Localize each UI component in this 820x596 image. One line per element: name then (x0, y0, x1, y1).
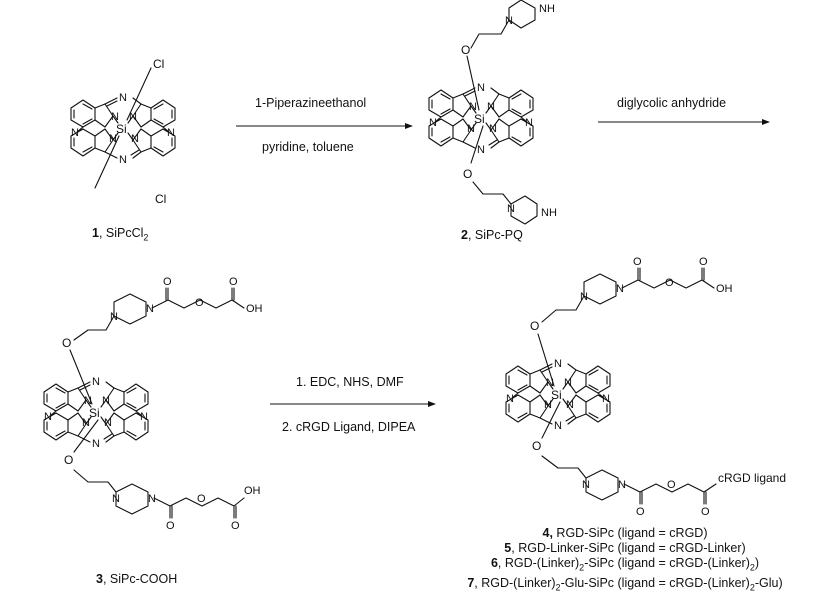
svg-text:O: O (530, 319, 539, 333)
svg-text:O: O (163, 276, 172, 288)
svg-text:NH: NH (541, 207, 557, 219)
svg-text:N: N (616, 283, 624, 295)
compound-2-label: 2, SiPc-PQ (461, 228, 523, 242)
step3-reagent-1: 1. EDC, NHS, DMF (296, 375, 404, 389)
svg-text:O: O (166, 520, 175, 532)
compound-3-label: 3, SiPc-COOH (96, 572, 178, 586)
svg-text:N: N (146, 303, 154, 315)
svg-text:N: N (148, 493, 156, 505)
svg-text:O: O (701, 506, 710, 518)
svg-text:O: O (463, 167, 472, 181)
step1-solvent: pyridine, toluene (262, 140, 354, 154)
svg-text:O: O (64, 453, 73, 467)
svg-text:O: O (667, 479, 676, 491)
compound-1-structure: Cl Cl (70, 57, 176, 206)
svg-text:Cl: Cl (155, 192, 166, 206)
svg-text:O: O (195, 297, 204, 309)
product-4-label: 4, RGD-SiPc (ligand = cRGD) (542, 526, 708, 540)
svg-text:N: N (507, 203, 515, 215)
svg-text:N: N (618, 479, 626, 491)
svg-text:cRGD ligand: cRGD ligand (718, 471, 786, 485)
arrow-step-1 (236, 123, 413, 129)
svg-text:O: O (461, 43, 470, 57)
svg-text:N: N (580, 291, 588, 303)
arrow-step-2 (598, 119, 770, 125)
svg-text:O: O (532, 439, 541, 453)
product-5-label: 5, RGD-Linker-SiPc (ligand = cRGD-Linker… (504, 541, 746, 555)
svg-text:OH: OH (244, 485, 261, 497)
svg-text:O: O (665, 277, 674, 289)
svg-text:N: N (505, 15, 513, 27)
svg-text:O: O (699, 256, 708, 268)
svg-text:O: O (636, 506, 645, 518)
product-structure: O O N N O O O OH N N O O O cRGD ligand (505, 256, 786, 518)
step1-reagent: 1-Piperazineethanol (255, 96, 367, 110)
product-list: 4, RGD-SiPc (ligand = cRGD) 5, RGD-Linke… (440, 526, 810, 595)
step2-reagent: diglycolic anhydride (617, 96, 727, 110)
svg-text:OH: OH (246, 303, 263, 315)
svg-text:NH: NH (539, 3, 555, 15)
svg-text:O: O (231, 520, 240, 532)
svg-text:N: N (582, 479, 590, 491)
compound-1-label: 1, SiPcCl2 (92, 226, 149, 243)
svg-text:OH: OH (716, 283, 733, 295)
svg-text:Cl: Cl (153, 57, 164, 71)
svg-text:N: N (110, 311, 118, 323)
svg-text:O: O (633, 256, 642, 268)
svg-text:O: O (229, 276, 238, 288)
svg-text:O: O (62, 336, 71, 350)
product-6-label: 6, RGD-(Linker)2-SiPc (ligand = cRGD-(Li… (490, 556, 760, 573)
arrow-step-3 (270, 401, 436, 407)
compound-3-structure: O O N N O O O OH N N O O O OH (43, 276, 263, 532)
compound-2-structure: O O N NH N NH (428, 0, 557, 225)
svg-text:N: N (112, 493, 120, 505)
product-7-label: 7, RGD-(Linker)2-Glu-SiPc (ligand = cRGD… (467, 575, 783, 593)
step3-reagent-2: 2. cRGD Ligand, DIPEA (282, 420, 416, 434)
svg-text:O: O (197, 493, 206, 505)
